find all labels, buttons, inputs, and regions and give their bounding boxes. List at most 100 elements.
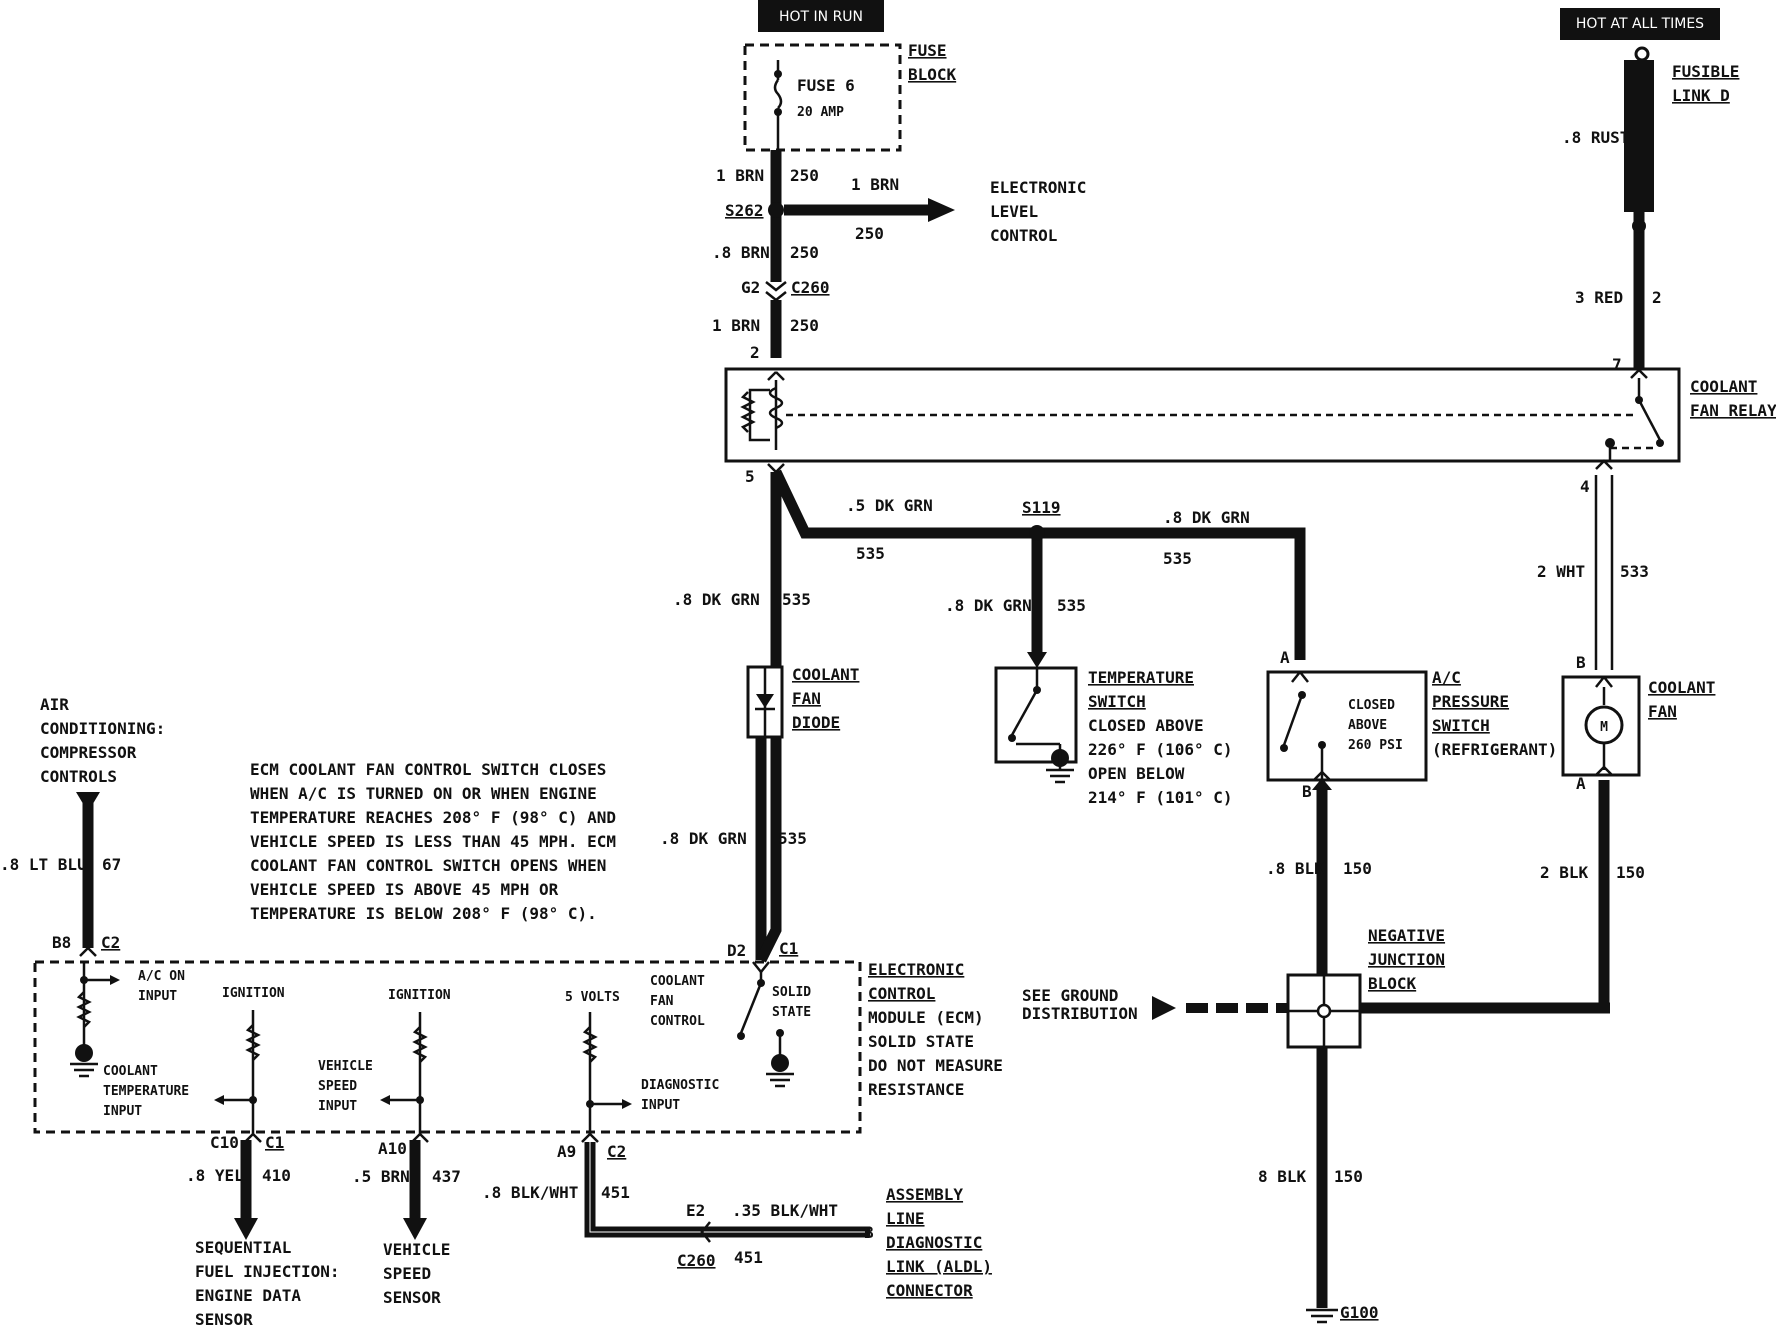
wire-8brn-color: .8 BRN	[712, 243, 770, 262]
diode-label-3: DIODE	[792, 713, 840, 732]
wire-8dkgrn-low-circuit: 535	[778, 829, 807, 848]
ignition-1-label: IGNITION	[222, 986, 285, 1001]
svg-text:ECM COOLANT FAN CONTROL SWITCH: ECM COOLANT FAN CONTROL SWITCH CLOSES	[250, 760, 606, 779]
fan-pin-b: B	[1576, 653, 1586, 672]
splice-s262	[768, 202, 784, 218]
ecm-label-3: MODULE (ECM)	[868, 1008, 984, 1027]
fusible-link-label-2: LINK D	[1672, 86, 1730, 105]
ignition-1-circuit	[214, 1010, 262, 1240]
ac-on-input-circuit	[70, 962, 120, 1078]
fuse-block-box	[743, 43, 902, 152]
wire-2blk-circuit: 150	[1616, 863, 1645, 882]
ac-on-input-2: INPUT	[138, 989, 177, 1004]
junction-label-3: BLOCK	[1368, 974, 1417, 993]
wire-blkwht8-color: .8 BLK/WHT	[482, 1183, 578, 1202]
ignition-2-circuit	[380, 1012, 429, 1240]
fusible-wire-color: .8 RUST	[1562, 128, 1629, 147]
wire-1brn-b-color: 1 BRN	[712, 316, 760, 335]
sfi-label-2: FUEL INJECTION:	[195, 1262, 340, 1281]
ecm-pin-c10: C10	[210, 1133, 239, 1152]
ecm-label-1: ELECTRONIC	[868, 960, 964, 979]
ac-switch-pin-a: A	[1280, 648, 1290, 667]
splice-s119-label: S119	[1022, 498, 1061, 517]
ecm-pin-a9: A9	[557, 1142, 576, 1161]
svg-text:TEMPERATURE REACHES 208° F (98: TEMPERATURE REACHES 208° F (98° C) AND	[250, 808, 616, 827]
relay-coil	[740, 371, 785, 450]
coolant-fan-label-1: COOLANT	[1648, 678, 1715, 697]
wire-ltblu-67	[76, 792, 100, 957]
wire-8dkgrn-mid-circuit: 535	[1057, 596, 1086, 615]
coolant-fan-label-2: FAN	[1648, 702, 1677, 721]
see-ground-1: SEE GROUND	[1022, 986, 1118, 1005]
wire-ltblu-color: .8 LT BLU	[0, 855, 87, 874]
ecm-coolant-fan-2: FAN	[650, 994, 674, 1009]
ac-switch-symbol	[1280, 671, 1332, 975]
junction-label-1: NEGATIVE	[1368, 926, 1445, 945]
temp-switch-label-2: SWITCH	[1088, 692, 1146, 711]
ac-on-input-1: A/C ON	[138, 969, 185, 984]
ecm-conn-c1-b: C1	[265, 1133, 284, 1152]
relay-label-2: FAN RELAY	[1690, 401, 1776, 420]
ac-pressure-switch	[1266, 670, 1428, 782]
connector-e2: E2	[686, 1201, 705, 1220]
ac-switch-pin-b: B	[1302, 782, 1312, 801]
ac-switch-inner-1: CLOSED	[1348, 698, 1395, 713]
fan-motor-symbol: M	[1358, 676, 1624, 1014]
ac-controls-label-4: CONTROLS	[40, 767, 117, 786]
wire-1brn-b-circuit: 250	[790, 316, 819, 335]
sfi-label-3: ENGINE DATA	[195, 1286, 301, 1305]
wire-8dkgrn-top-circuit: 535	[1163, 549, 1192, 568]
connector-c260-b: C260	[677, 1251, 716, 1270]
wire-blkwht35-circuit: 451	[734, 1248, 763, 1267]
ecm-coolant-fan-3: CONTROL	[650, 1014, 705, 1029]
ac-switch-inner-2: ABOVE	[1348, 718, 1387, 733]
ac-switch-label-4: (REFRIGERANT)	[1432, 740, 1557, 759]
wire-3red-circuit: 2	[1652, 288, 1662, 307]
elc-label-1: ELECTRONIC	[990, 178, 1086, 197]
wire-1brn-color: 1 BRN	[716, 166, 764, 185]
fuse-rating: 20 AMP	[797, 105, 844, 120]
temp-switch-label-3: CLOSED ABOVE	[1088, 716, 1204, 735]
temp-switch-label-5: OPEN BELOW	[1088, 764, 1185, 783]
aldl-pin-b: B	[864, 1223, 874, 1242]
wire-5dkgrn-color: .5 DK GRN	[846, 496, 933, 515]
relay-pin-2: 2	[750, 343, 760, 362]
sfi-label-4: SENSOR	[195, 1310, 253, 1329]
diagnostic-input-2: INPUT	[641, 1098, 680, 1113]
wire-8blk-b-color: 8 BLK	[1258, 1167, 1307, 1186]
ecm-note: ECM COOLANT FAN CONTROL SWITCH CLOSES WH…	[250, 760, 616, 923]
ac-switch-label-1: A/C	[1432, 668, 1461, 687]
wire-5dkgrn-circuit: 535	[856, 544, 885, 563]
wire-8dkgrn-left-color: .8 DK GRN	[673, 590, 760, 609]
wire-2wht-circuit: 533	[1620, 562, 1649, 581]
ecm-pin-b8: B8	[52, 933, 71, 952]
vehicle-speed-input-3: INPUT	[318, 1099, 357, 1114]
ac-controls-label-1: AIR	[40, 695, 69, 714]
ecm-conn-c2: C2	[101, 933, 120, 952]
fuse-block-label-2: BLOCK	[908, 65, 957, 84]
diode-label-1: COOLANT	[792, 665, 859, 684]
svg-text:TEMPERATURE IS BELOW 208° F (9: TEMPERATURE IS BELOW 208° F (98° C).	[250, 904, 597, 923]
wire-dkgrn-535	[755, 463, 1306, 963]
temp-switch-label-4: 226° F (106° C)	[1088, 740, 1233, 759]
elc-label-2: LEVEL	[990, 202, 1038, 221]
wire-8dkgrn-left-circuit: 535	[782, 590, 811, 609]
ecm-conn-c2-b: C2	[607, 1142, 626, 1161]
ecm-coolant-fan-1: COOLANT	[650, 974, 705, 989]
hot-in-run-tag: HOT IN RUN	[758, 0, 884, 32]
fan-pin-a: A	[1576, 774, 1586, 793]
solid-state-2: STATE	[772, 1005, 811, 1020]
wire-5brn-circuit: 437	[432, 1167, 461, 1186]
wire-8blk-color: .8 BLK	[1266, 859, 1324, 878]
splice-s262-label: S262	[725, 201, 764, 220]
connector-g2: G2	[741, 278, 760, 297]
diagnostic-input-1: DIAGNOSTIC	[641, 1078, 719, 1093]
branch-circuit: 250	[855, 224, 884, 243]
coolant-temp-input-1: COOLANT	[103, 1064, 158, 1079]
wire-blkwht8-circuit: 451	[601, 1183, 630, 1202]
wire-8dkgrn-mid-color: .8 DK GRN	[945, 596, 1032, 615]
ground-g100: G100	[1340, 1303, 1379, 1322]
ac-controls-label-3: COMPRESSOR	[40, 743, 137, 762]
wire-2wht-color: 2 WHT	[1537, 562, 1585, 581]
diode-label-2: FAN	[792, 689, 821, 708]
